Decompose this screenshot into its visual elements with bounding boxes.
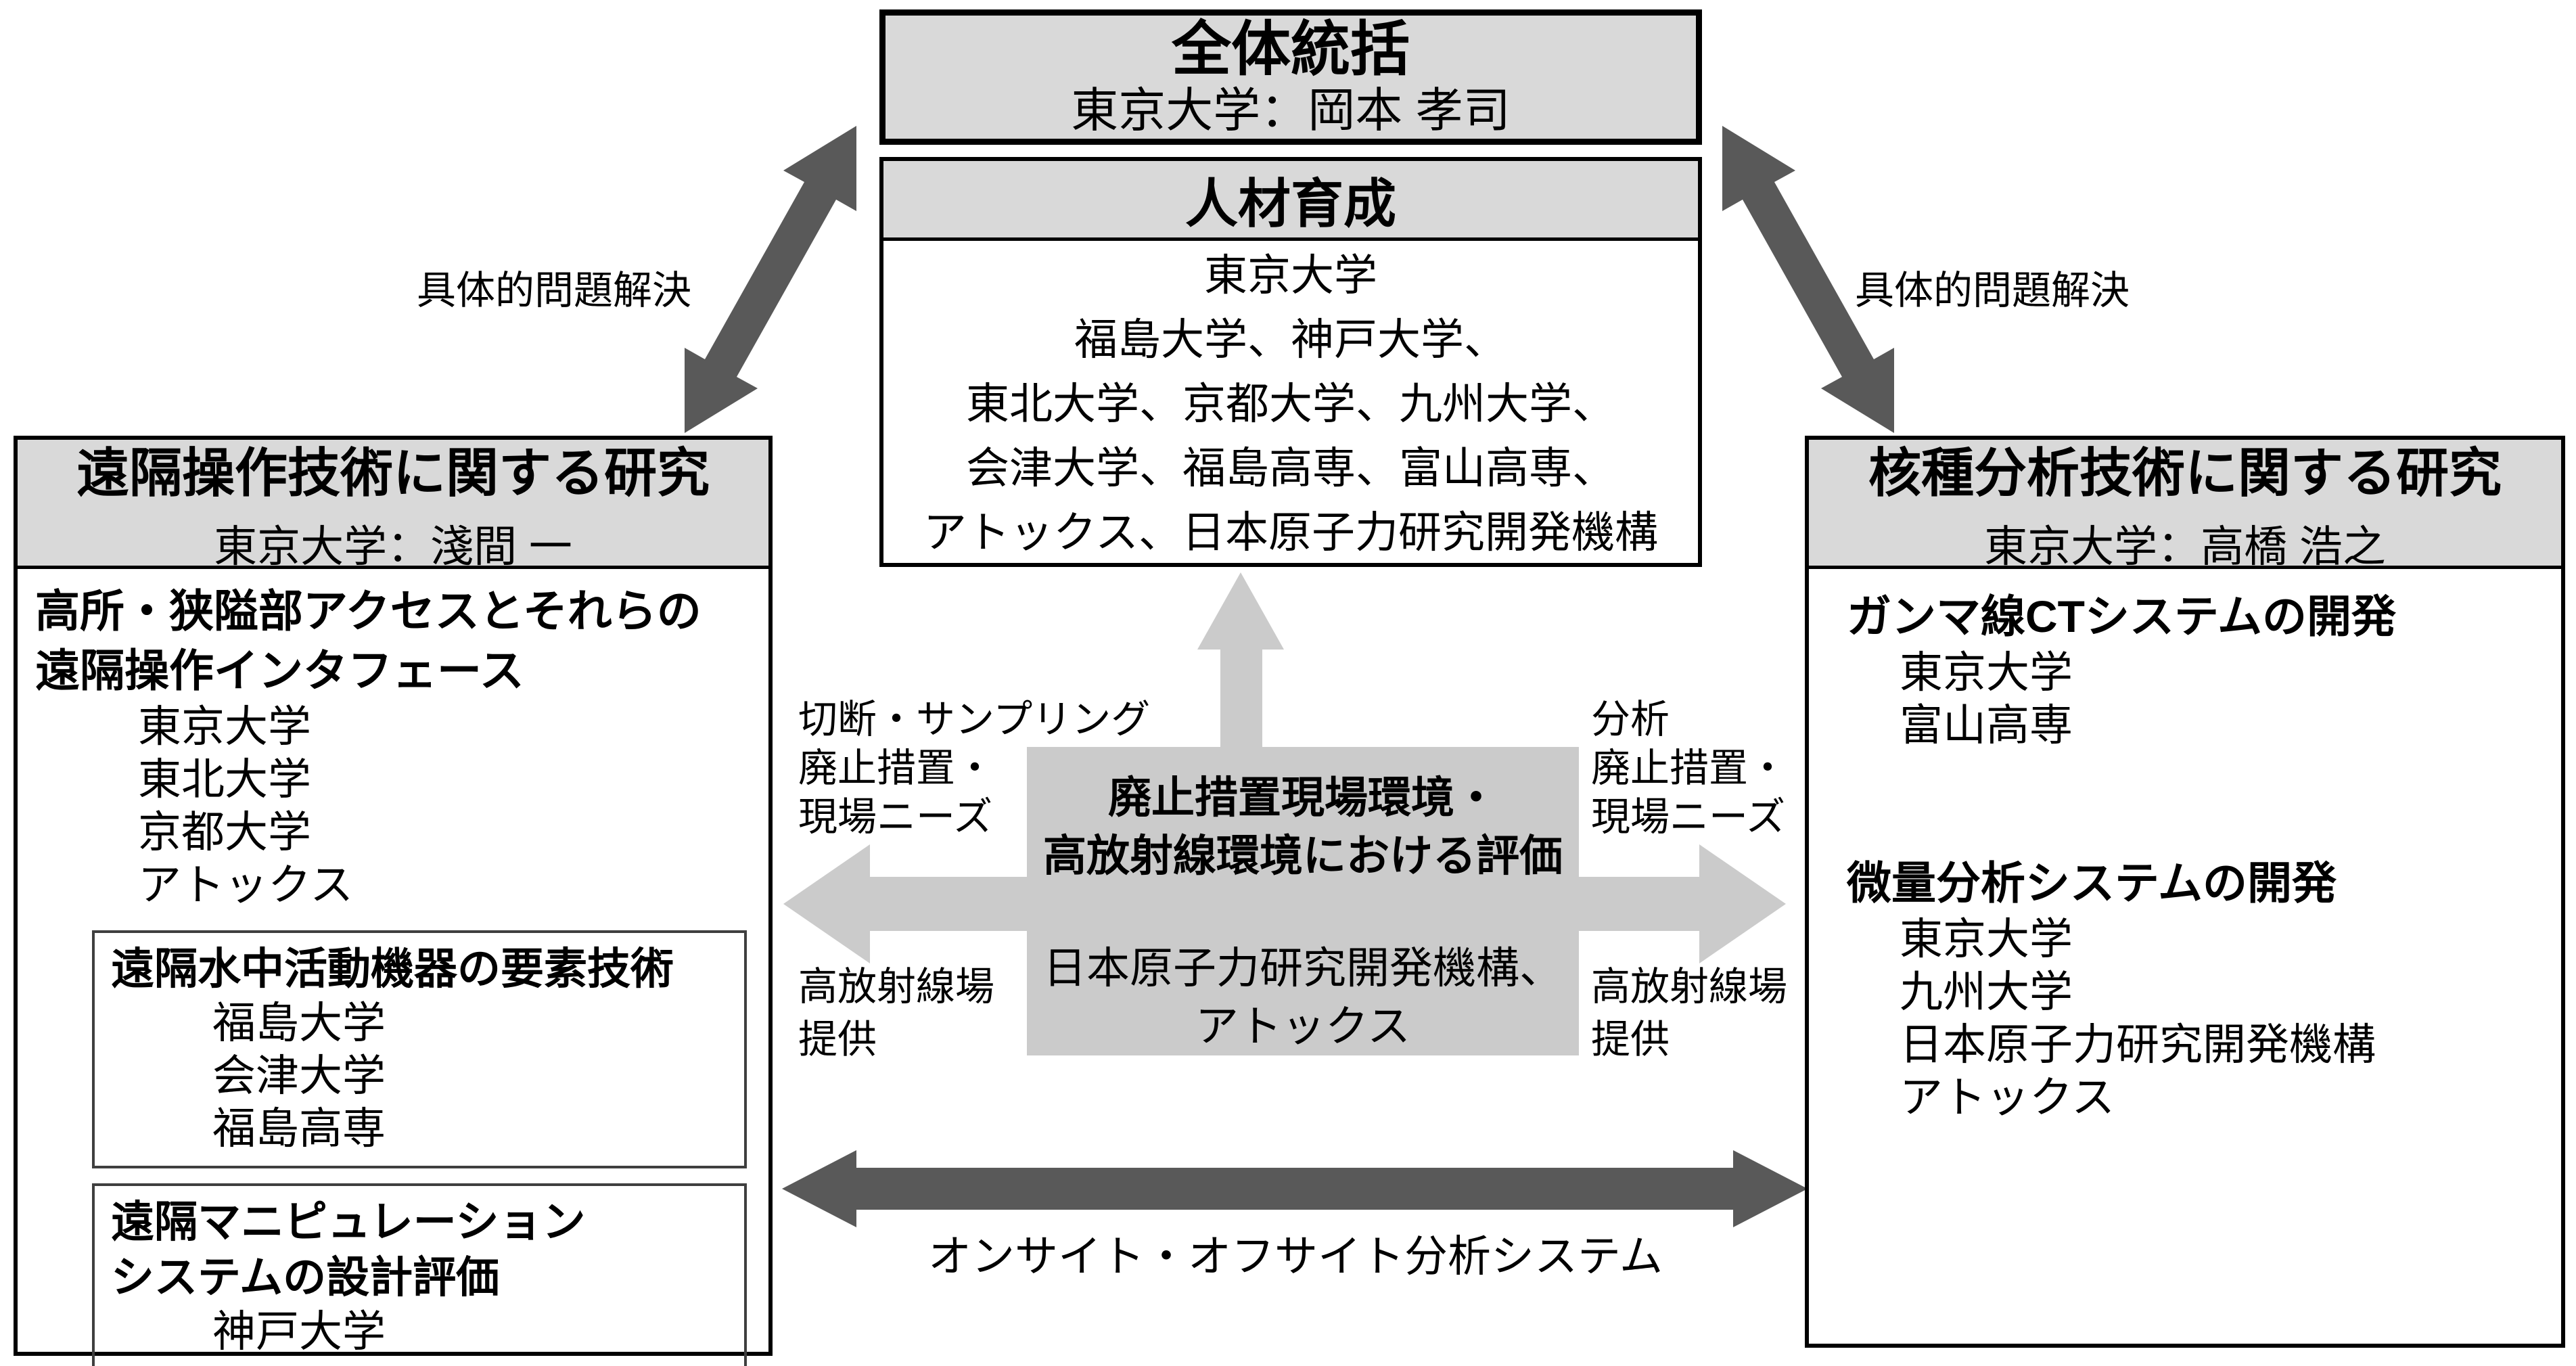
theme-member-list: 東京大学 東北大学 京都大学 アトックス	[35, 700, 755, 911]
remote-operation-lead: 東京大学：淺間 一	[214, 522, 572, 571]
right-arrow-top-label: 分析 廃止措置・ 現場ニーズ	[1591, 696, 1787, 842]
overall-title: 全体統括	[1171, 16, 1410, 83]
label-line: 廃止措置・	[1591, 746, 1788, 790]
left-arrow	[783, 844, 1028, 963]
member: 会津大学	[212, 1051, 386, 1100]
right-arrow	[1576, 844, 1786, 963]
up-arrow	[1197, 572, 1284, 747]
label-line: 廃止措置・	[798, 746, 995, 790]
member: 九州大学	[1900, 967, 2073, 1016]
label-line: 切断・サンプリング	[798, 698, 1151, 742]
evaluation-title: 廃止措置現場環境・	[1108, 773, 1498, 822]
label-line: 提供	[798, 1018, 877, 1062]
diagonal-double-arrow-left	[685, 126, 856, 433]
manipulation-subbox: 遠隔マニピュレーション システムの設計評価 神戸大学	[92, 1183, 747, 1366]
member: 日本原子力研究開発機構	[1900, 1020, 2376, 1069]
left-arrow-bottom-label: 高放射線場 提供	[798, 961, 994, 1066]
hrd-member-line: アトックス、日本原子力研究開発機構	[923, 508, 1659, 557]
evaluation-title: 高放射線環境における評価	[1043, 832, 1563, 880]
theme-heading: ガンマ線CTシステムの開発	[1847, 591, 2396, 641]
evaluation-org: 日本原子力研究開発機構、	[1043, 944, 1563, 993]
remote-operation-box: 遠隔操作技術に関する研究 東京大学：淺間 一 高所・狭隘部アクセスとそれらの 遠…	[14, 436, 773, 1366]
member: 東北大学	[138, 755, 311, 804]
evaluation-org-list: 日本原子力研究開発機構、 アトックス	[1043, 939, 1563, 1055]
overall-lead: 東京大学：岡本 孝司	[1071, 84, 1511, 137]
label-line: 現場ニーズ	[798, 795, 993, 839]
theme-heading: 微量分析システムの開発	[1847, 858, 2337, 908]
subbox-member-list: 福島大学 会津大学 福島高専	[111, 997, 744, 1155]
member: 福島大学	[212, 999, 386, 1047]
hrd-member-line: 東北大学、京都大学、九州大学、	[966, 380, 1615, 428]
diagonal-double-arrow-right	[1722, 126, 1894, 433]
member: 京都大学	[138, 808, 311, 857]
problem-solving-label-left: 具体的問題解決	[417, 269, 692, 313]
member: 富山高専	[1900, 701, 2073, 750]
member: 東京大学	[1900, 915, 2073, 963]
left-arrow-top-label: 切断・サンプリング 廃止措置・ 現場ニーズ	[798, 696, 1150, 842]
theme-member-list: 東京大学 九州大学 日本原子力研究開発機構 アトックス	[1847, 913, 2561, 1124]
overall-supervision-box: 全体統括 東京大学：岡本 孝司	[879, 9, 1702, 145]
onsite-offsite-label: オンサイト・オフサイト分析システム	[927, 1232, 1663, 1281]
theme-heading: 高所・狭隘部アクセスとそれらの	[35, 586, 702, 636]
hrd-header: 人材育成	[883, 161, 1698, 241]
hrd-member-line: 会津大学、福島高専、富山高専、	[966, 444, 1615, 493]
hrd-title: 人材育成	[1184, 173, 1396, 233]
remote-operation-title: 遠隔操作技術に関する研究	[76, 443, 710, 503]
problem-solving-label-right: 具体的問題解決	[1855, 269, 2130, 313]
nuclide-analysis-content: ガンマ線CTシステムの開発 東京大学 富山高専 微量分析システムの開発 東京大学…	[1809, 569, 2561, 1124]
member: 神戸大学	[212, 1307, 386, 1356]
member: 東京大学	[138, 702, 311, 751]
subbox-member-list: 神戸大学	[111, 1305, 744, 1358]
remote-operation-content: 高所・狭隘部アクセスとそれらの 遠隔操作インタフェース 東京大学 東北大学 京都…	[18, 569, 768, 1366]
nuclide-analysis-title: 核種分析技術に関する研究	[1868, 443, 2502, 503]
hrd-member-line: 東京大学	[1204, 251, 1377, 300]
label-line: 分析	[1591, 698, 1670, 742]
bottom-double-arrow	[782, 1150, 1808, 1227]
label-line: 提供	[1591, 1018, 1670, 1062]
member: 東京大学	[1900, 648, 2073, 697]
site-evaluation-panel: 廃止措置現場環境・ 高放射線環境における評価 日本原子力研究開発機構、 アトック…	[1027, 747, 1579, 1055]
hrd-member-list: 東京大学 福島大学、神戸大学、 東北大学、京都大学、九州大学、 会津大学、福島高…	[883, 241, 1698, 565]
hrd-member-line: 福島大学、神戸大学、	[1074, 315, 1507, 364]
subbox-heading: 遠隔マニピュレーション	[111, 1198, 586, 1246]
subbox-heading: システムの設計評価	[111, 1253, 500, 1302]
remote-operation-header: 遠隔操作技術に関する研究 東京大学：淺間 一	[18, 440, 768, 571]
hrd-box: 人材育成 東京大学 福島大学、神戸大学、 東北大学、京都大学、九州大学、 会津大…	[879, 157, 1702, 567]
right-arrow-bottom-label: 高放射線場 提供	[1591, 961, 1787, 1066]
underwater-subbox: 遠隔水中活動機器の要素技術 福島大学 会津大学 福島高専	[92, 930, 747, 1168]
member: アトックス	[1900, 1073, 2115, 1122]
nuclide-analysis-header: 核種分析技術に関する研究 東京大学：高橋 浩之	[1809, 440, 2561, 571]
label-line: 現場ニーズ	[1591, 795, 1786, 839]
label-line: 高放射線場	[798, 965, 995, 1009]
nuclide-analysis-lead: 東京大学：高橋 浩之	[1984, 522, 2386, 571]
nuclide-analysis-box: 核種分析技術に関する研究 東京大学：高橋 浩之 ガンマ線CTシステムの開発 東京…	[1805, 436, 2565, 1348]
member: アトックス	[138, 861, 354, 909]
subbox-heading: 遠隔水中活動機器の要素技術	[111, 944, 674, 993]
member: 福島高専	[212, 1104, 386, 1153]
theme-member-list: 東京大学 富山高専	[1847, 646, 2561, 752]
evaluation-org: アトックス	[1195, 1002, 1411, 1051]
label-line: 高放射線場	[1591, 965, 1788, 1009]
theme-heading: 遠隔操作インタフェース	[35, 645, 524, 696]
